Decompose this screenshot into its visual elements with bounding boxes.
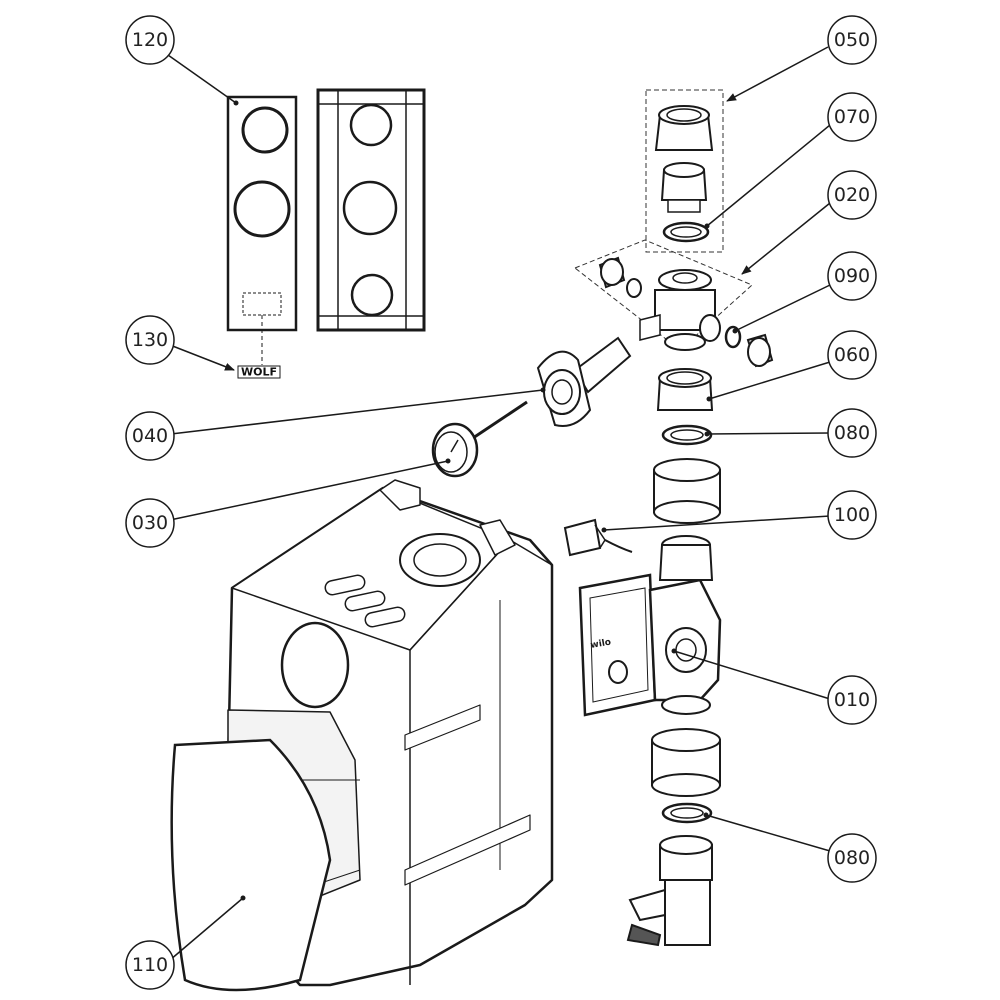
union-nut-060	[656, 368, 714, 411]
callout-080-bottom: 080	[827, 833, 877, 883]
callout-130: 130	[125, 315, 175, 365]
union-nut-top	[654, 105, 714, 151]
gasket-090	[724, 325, 742, 349]
callout-070: 070	[827, 92, 877, 142]
insulation-ring-bottom	[651, 728, 721, 797]
thermometer-holder	[536, 336, 632, 427]
svg-text:100: 100	[834, 504, 870, 526]
callout-040: 040	[125, 411, 175, 461]
svg-text:020: 020	[834, 184, 870, 206]
callout-110: 110	[125, 940, 175, 990]
svg-text:070: 070	[834, 106, 870, 128]
threaded-adapter	[660, 162, 708, 213]
callout-100: 100	[827, 490, 877, 540]
callout-030: 030	[125, 498, 175, 548]
svg-text:010: 010	[834, 689, 870, 711]
svg-text:080: 080	[834, 847, 870, 869]
callout-020: 020	[827, 170, 877, 220]
group-050-outline	[645, 89, 724, 253]
callout-080-top: 080	[827, 408, 877, 458]
callout-090: 090	[827, 251, 877, 301]
front-door	[170, 738, 332, 992]
valve-body-020	[598, 256, 721, 351]
thermometer	[431, 400, 528, 478]
svg-text:090: 090	[834, 265, 870, 287]
pump-connector-100	[563, 518, 633, 557]
callout-010: 010	[827, 675, 877, 725]
svg-text:130: 130	[132, 329, 168, 351]
wolf-logo: WOLF	[237, 365, 281, 379]
svg-text:050: 050	[834, 29, 870, 51]
svg-text:060: 060	[834, 344, 870, 366]
callout-050: 050	[827, 15, 877, 65]
svg-text:080: 080	[834, 422, 870, 444]
svg-text:WOLF: WOLF	[241, 366, 277, 379]
pump-brand-mark: wilo	[590, 638, 612, 651]
svg-text:030: 030	[132, 512, 168, 534]
front-panel-inner	[226, 95, 298, 365]
gasket-080-bottom	[661, 802, 713, 824]
callout-060: 060	[827, 330, 877, 380]
svg-text:040: 040	[132, 425, 168, 447]
gasket-080-top	[661, 424, 713, 446]
ball-valve	[626, 835, 713, 947]
svg-text:110: 110	[132, 954, 168, 976]
plug-cap	[746, 333, 774, 368]
insulation-ring-top	[653, 458, 721, 524]
circulation-pump-010	[578, 535, 722, 717]
gasket-070	[662, 221, 710, 243]
callout-120: 120	[125, 15, 175, 65]
leader-dots	[233, 100, 738, 901]
svg-text:120: 120	[132, 29, 168, 51]
leader-lines	[167, 46, 831, 961]
front-panel-outer	[316, 88, 426, 332]
